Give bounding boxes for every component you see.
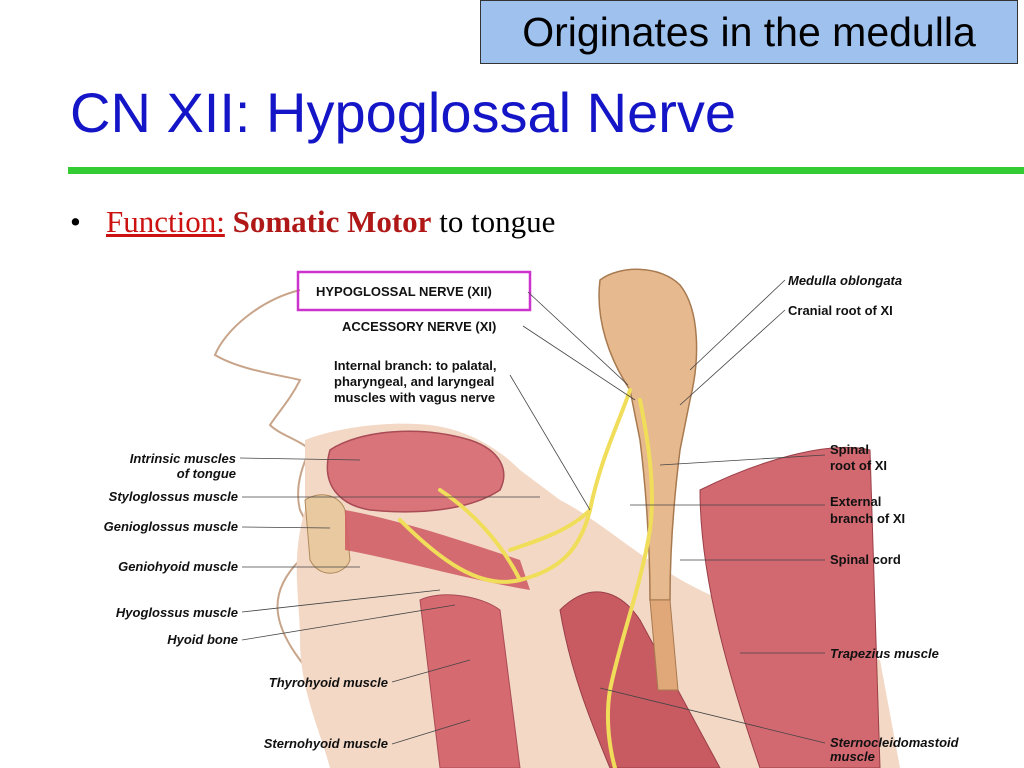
callout-text: Originates in the medulla [522,8,976,55]
accessory-nerve-path [605,398,654,768]
label-internal-2: pharyngeal, and laryngeal [334,374,494,389]
label-sternohyoid: Sternohyoid muscle [264,736,388,751]
label-spinal-root-2: root of XI [830,458,887,473]
anatomy-illustration: HYPOGLOSSAL NERVE (XII) ACCESSORY NERVE … [104,268,960,768]
label-geniohyoid: Geniohyoid muscle [118,559,238,574]
bullet-function: • Function: Somatic Motor to tongue [70,204,555,240]
label-intrinsic-2: of tongue [177,466,236,481]
label-hyoid: Hyoid bone [167,632,238,647]
label-intrinsic-1: Intrinsic muscles [130,451,236,466]
label-cranial-root: Cranial root of XI [788,303,893,318]
label-trapezius: Trapezius muscle [830,646,939,661]
hypoglossal-highlight [296,270,532,312]
callout-box: Originates in the medulla [480,0,1018,64]
tongue-shape [326,430,505,513]
label-hypoglossal: HYPOGLOSSAL NERVE (XII) [316,284,492,299]
function-label: Function: [106,204,225,239]
bullet-marker: • [70,204,81,239]
label-spinal-cord: Spinal cord [830,552,901,567]
label-scm-2: muscle [830,749,875,764]
label-scm-1: Sternocleidomastoid [830,735,960,750]
label-spinal-root-1: Spinal [830,442,869,457]
label-internal-1: Internal branch: to palatal, [334,358,497,373]
label-external-2: branch of XI [830,511,905,526]
label-styloglossus: Styloglossus muscle [109,489,238,504]
slide-title: CN XII: Hypoglossal Nerve [70,81,737,144]
label-genioglossus: Genioglossus muscle [104,519,238,534]
label-thyrohyoid: Thyrohyoid muscle [269,675,388,690]
function-rest: to tongue [439,204,556,239]
label-internal-3: muscles with vagus nerve [334,390,495,405]
label-external-1: External [830,494,881,509]
label-hyoglossus: Hyoglossus muscle [116,605,238,620]
label-medulla: Medulla oblongata [788,273,902,288]
spinal-cord-shape [649,599,679,691]
title-divider [68,167,1024,174]
strap-muscles [419,594,521,768]
function-emphasis: Somatic Motor [232,204,432,239]
label-accessory: ACCESSORY NERVE (XI) [342,319,496,334]
leader-lines [239,279,826,745]
mandible-shape [304,494,351,574]
internal-branch-path [508,508,592,552]
scm-shape [559,591,721,768]
floor-muscles [345,510,530,590]
hypoglossal-nerve-path [398,388,632,584]
